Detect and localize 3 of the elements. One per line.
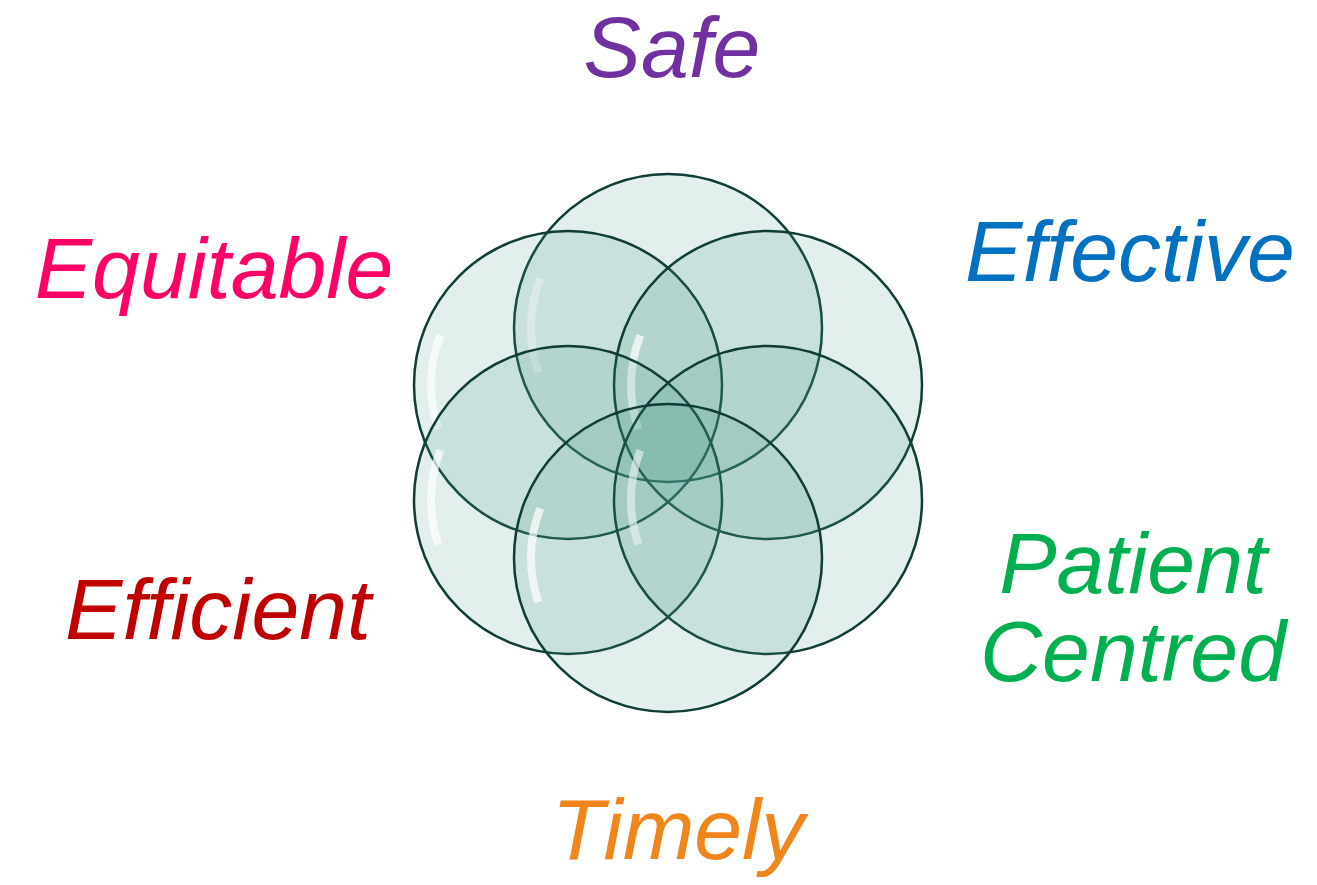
quality-label: Effective: [965, 208, 1295, 296]
quality-label: Safe: [583, 4, 761, 92]
quality-label: Patient Centred: [943, 520, 1317, 696]
